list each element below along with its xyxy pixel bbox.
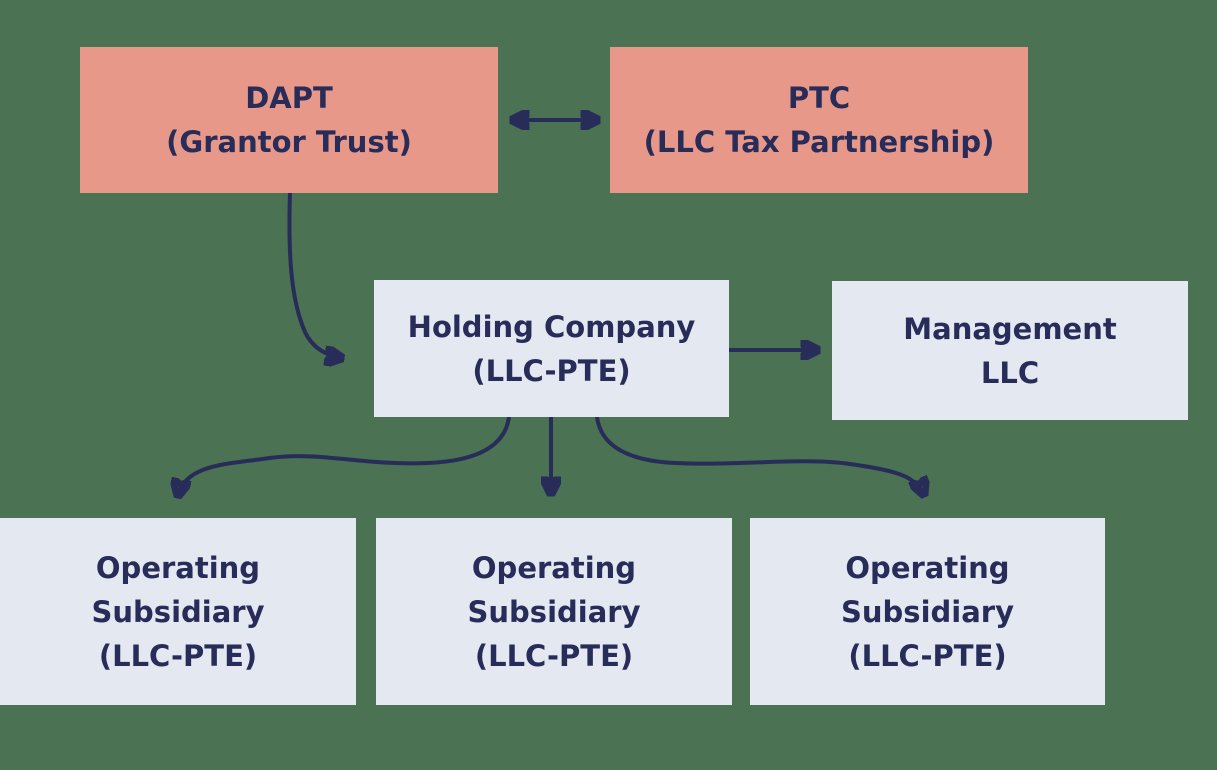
node-label-line: (LLC-PTE) (472, 353, 631, 388)
node-label-line: (LLC-PTE) (474, 638, 634, 673)
node-label-line: (Grantor Trust) (166, 125, 412, 159)
node-label-line: PTC (787, 81, 851, 115)
node-operating-subsidiary-1: Operating Subsidiary (LLC-PTE) (0, 518, 356, 705)
node-label-line: Operating (95, 550, 261, 585)
node-label-line: (LLC-PTE) (848, 638, 1007, 673)
node-label-line: Subsidiary (91, 594, 265, 629)
node-label-line: Management (903, 311, 1117, 346)
node-label-line: DAPT (245, 81, 333, 115)
node-label-line: LLC (980, 355, 1040, 390)
node-label-line: Subsidiary (841, 594, 1014, 629)
node-label-line: Subsidiary (467, 594, 641, 629)
node-label-line: Operating (845, 550, 1010, 585)
node-ptc-llc-tax-partnership: PTC (LLC Tax Partnership) (610, 47, 1028, 193)
node-management-llc: Management LLC (832, 281, 1188, 420)
node-holding-company: Holding Company (LLC-PTE) (374, 280, 729, 417)
arrow-holding-op3 (595, 416, 924, 495)
arrow-holding-op1 (178, 416, 511, 496)
node-label-line: (LLC-PTE) (98, 638, 258, 673)
node-dapt-grantor-trust: DAPT (Grantor Trust) (80, 47, 498, 193)
node-label-line: (LLC Tax Partnership) (643, 125, 995, 159)
node-label-line: Holding Company (407, 309, 696, 344)
node-operating-subsidiary-3: Operating Subsidiary (LLC-PTE) (750, 518, 1105, 705)
arrow-dapt-holding (287, 192, 342, 358)
node-label-line: Operating (471, 550, 637, 585)
node-operating-subsidiary-2: Operating Subsidiary (LLC-PTE) (376, 518, 732, 705)
